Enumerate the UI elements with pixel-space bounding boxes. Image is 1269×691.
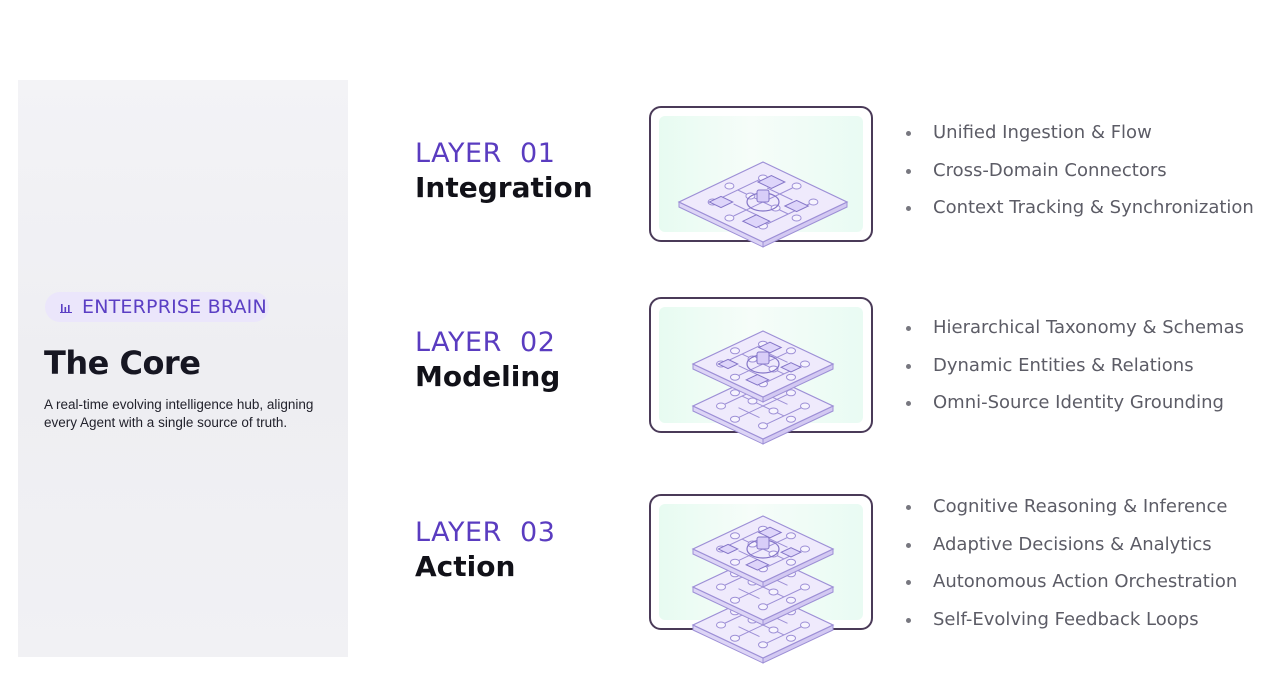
layer-03-card (649, 494, 873, 664)
feature-item: Context Tracking & Synchronization (906, 189, 1254, 227)
feature-item: Unified Ingestion & Flow (906, 114, 1254, 152)
layer-03-features: Cognitive Reasoning & Inference Adaptive… (906, 488, 1237, 638)
feature-item: Self-Evolving Feedback Loops (906, 601, 1237, 639)
layer-02-name: Modeling (415, 360, 561, 393)
layer-02-card (649, 297, 873, 445)
two-stacked-circuit-boards-icon (691, 330, 835, 445)
feature-item: Hierarchical Taxonomy & Schemas (906, 309, 1244, 347)
core-panel: ENTERPRISE BRAIN The Core A real-time ev… (18, 80, 348, 657)
layer-01-label: LAYER 01 Integration (415, 138, 593, 206)
feature-item: Omni-Source Identity Grounding (906, 384, 1244, 422)
layer-03-name: Action (415, 550, 516, 583)
layer-01-name: Integration (415, 171, 593, 204)
core-description: A real-time evolving intelligence hub, a… (44, 397, 314, 430)
layer-02-features: Hierarchical Taxonomy & Schemas Dynamic … (906, 309, 1244, 422)
single-circuit-board-icon (677, 161, 849, 248)
layer-01-card (649, 106, 873, 248)
layer-03-label: LAYER 03 Action (415, 517, 555, 585)
feature-item: Autonomous Action Orchestration (906, 563, 1237, 601)
layer-01-features: Unified Ingestion & Flow Cross-Domain Co… (906, 114, 1254, 227)
feature-item: Cross-Domain Connectors (906, 152, 1254, 190)
enterprise-brain-badge: ENTERPRISE BRAIN (45, 292, 269, 322)
layer-03-number: LAYER 03 (415, 517, 556, 548)
feature-item: Cognitive Reasoning & Inference (906, 488, 1237, 526)
layer-02-number: LAYER 02 (415, 327, 556, 358)
layer-01-number: LAYER 01 (415, 138, 556, 169)
feature-item: Adaptive Decisions & Analytics (906, 526, 1237, 564)
layer-02-label: LAYER 02 Modeling (415, 327, 560, 395)
badge-label: ENTERPRISE BRAIN (82, 296, 267, 318)
three-stacked-circuit-boards-icon (691, 515, 835, 664)
core-title: The Core (44, 344, 201, 382)
bar-chart-icon (60, 304, 72, 313)
feature-item: Dynamic Entities & Relations (906, 347, 1244, 385)
